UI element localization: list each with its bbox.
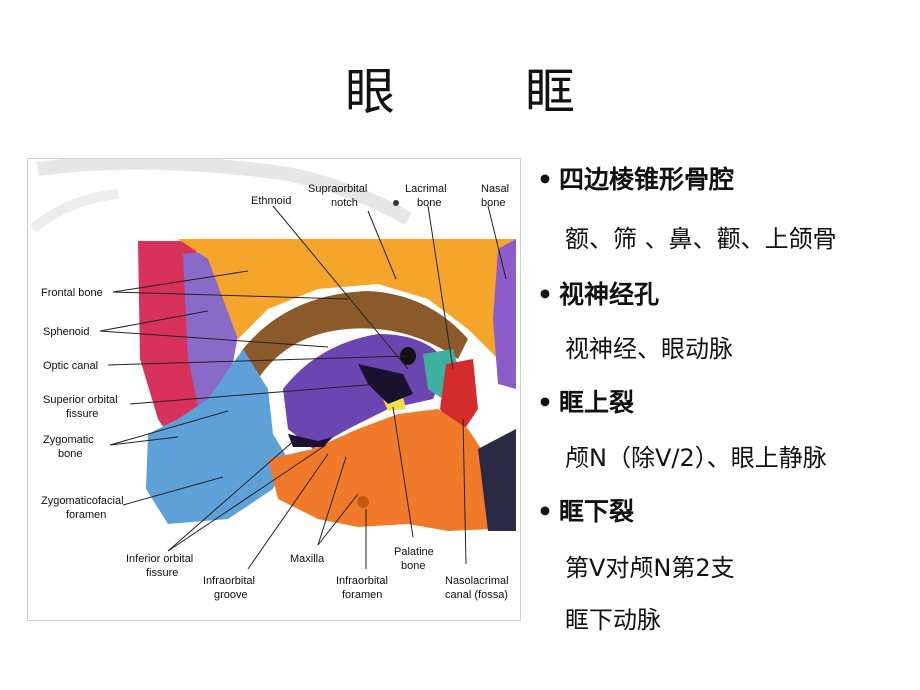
- inferior-orbital-fissure-opening: [288, 434, 333, 447]
- label-zygomaticofacial-foramen: Zygomaticofacial: [41, 495, 124, 507]
- bullet-subtext: 颅N（除V/2）、眼上静脉: [565, 444, 827, 472]
- label-nasal: Nasal: [481, 183, 509, 195]
- bullet-item: •眶下裂: [537, 492, 634, 528]
- label-infraorbital-groove: Infraorbital: [203, 575, 255, 587]
- bullet-heading: 视神经孔: [559, 280, 660, 309]
- label-infraorbital-foramen: Infraorbital: [336, 575, 388, 587]
- background-sketch: [29, 189, 119, 233]
- bullet-heading: 眶下裂: [559, 497, 635, 526]
- bullet-subtext: 视神经、眼动脉: [565, 335, 733, 363]
- label-palatine-bone: Palatine: [394, 546, 434, 558]
- orbit-anatomy-figure: Ethmoid Supraorbital notch Lacrimal bone…: [27, 158, 521, 621]
- label-zygomatic-bone: Zygomatic: [43, 434, 94, 446]
- label-leader-lines: [99, 205, 507, 570]
- bullet-subtext: 额、筛 、鼻、颧、上颌骨: [565, 225, 837, 253]
- maxilla-region: [268, 409, 493, 531]
- bullet-heading: 眶上裂: [559, 388, 635, 417]
- frontal-bone-region: [178, 239, 516, 359]
- background-sketch: [37, 159, 412, 226]
- label-maxilla: Maxilla: [290, 553, 325, 565]
- infraorbital-foramen-dot: [357, 496, 369, 508]
- label-nasal-2: bone: [481, 197, 505, 209]
- label-lacrimal-2: bone: [417, 197, 441, 209]
- label-supraorbital-notch: Supraorbital: [308, 183, 367, 195]
- bullet-dot: •: [537, 388, 553, 417]
- bullet-item: •视神经孔: [537, 275, 659, 311]
- superior-orbital-fissure-opening: [358, 364, 413, 404]
- nasal-cavity-region: [478, 429, 516, 531]
- bullet-subtext: 眶下动脉: [565, 606, 661, 634]
- label-nasolacrimal-canal: Nasolacrimal: [445, 575, 509, 587]
- label-zygomaticofacial-foramen-2: foramen: [66, 509, 106, 521]
- label-supraorbital-notch-2: notch: [331, 197, 358, 209]
- label-ethmoid: Ethmoid: [251, 195, 291, 207]
- label-inferior-orbital-fissure-2: fissure: [146, 567, 178, 579]
- bullet-item: •四边棱锥形骨腔: [537, 160, 734, 196]
- bullet-dot: •: [537, 497, 553, 526]
- zygomatic-bone-region: [146, 349, 288, 524]
- label-infraorbital-foramen-2: foramen: [342, 589, 382, 601]
- label-zygomatic-bone-2: bone: [58, 448, 82, 460]
- label-frontal-bone: Frontal bone: [41, 287, 103, 299]
- label-superior-orbital-fissure: Superior orbital: [43, 394, 118, 406]
- label-palatine-bone-2: bone: [401, 560, 425, 572]
- label-optic-canal: Optic canal: [43, 360, 98, 372]
- label-sphenoid: Sphenoid: [43, 326, 90, 338]
- page-title: 眼 眶: [345, 63, 615, 121]
- bullet-item: •眶上裂: [537, 383, 634, 419]
- label-inferior-orbital-fissure: Inferior orbital: [126, 553, 193, 565]
- supraorbital-notch-dot: [393, 200, 399, 206]
- orbit-illustration: Ethmoid Supraorbital notch Lacrimal bone…: [29, 159, 516, 601]
- label-nasolacrimal-canal-2: canal (fossa): [445, 589, 508, 601]
- bullet-subtext: 第V对颅N第2支: [565, 554, 735, 582]
- label-lacrimal: Lacrimal: [405, 183, 447, 195]
- orbit-roof-region: [243, 291, 468, 379]
- bullet-dot: •: [537, 280, 553, 309]
- nasal-bone-region: [493, 239, 516, 389]
- bullet-heading: 四边棱锥形骨腔: [559, 165, 735, 194]
- bullet-dot: •: [537, 165, 553, 194]
- label-superior-orbital-fissure-2: fissure: [66, 408, 98, 420]
- label-infraorbital-groove-2: groove: [214, 589, 248, 601]
